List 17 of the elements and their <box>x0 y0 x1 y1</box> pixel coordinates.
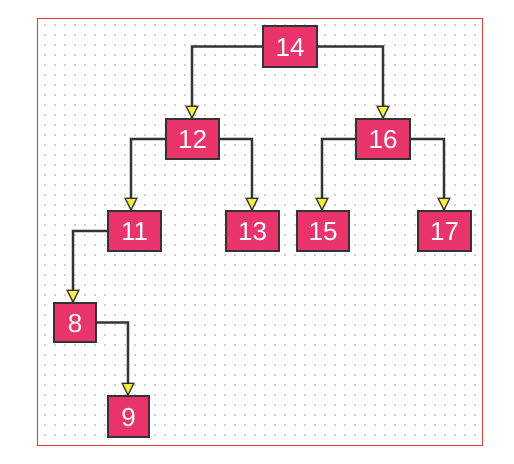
arrow <box>66 230 107 303</box>
arrow <box>315 138 355 211</box>
arrow <box>124 138 165 211</box>
arrow <box>185 45 262 119</box>
tree-node: 15 <box>296 210 350 252</box>
tree-node: 16 <box>355 118 411 160</box>
arrow <box>411 138 451 211</box>
tree-node: 14 <box>262 25 318 68</box>
tree-node: 13 <box>225 210 280 252</box>
tree-node: 17 <box>417 210 472 252</box>
tree-node: 11 <box>107 210 162 252</box>
tree-node: 9 <box>107 395 150 438</box>
arrow <box>220 138 259 211</box>
tree-node: 8 <box>53 302 97 343</box>
arrow <box>318 45 390 119</box>
tree-node: 12 <box>165 118 220 160</box>
arrow <box>97 321 135 396</box>
